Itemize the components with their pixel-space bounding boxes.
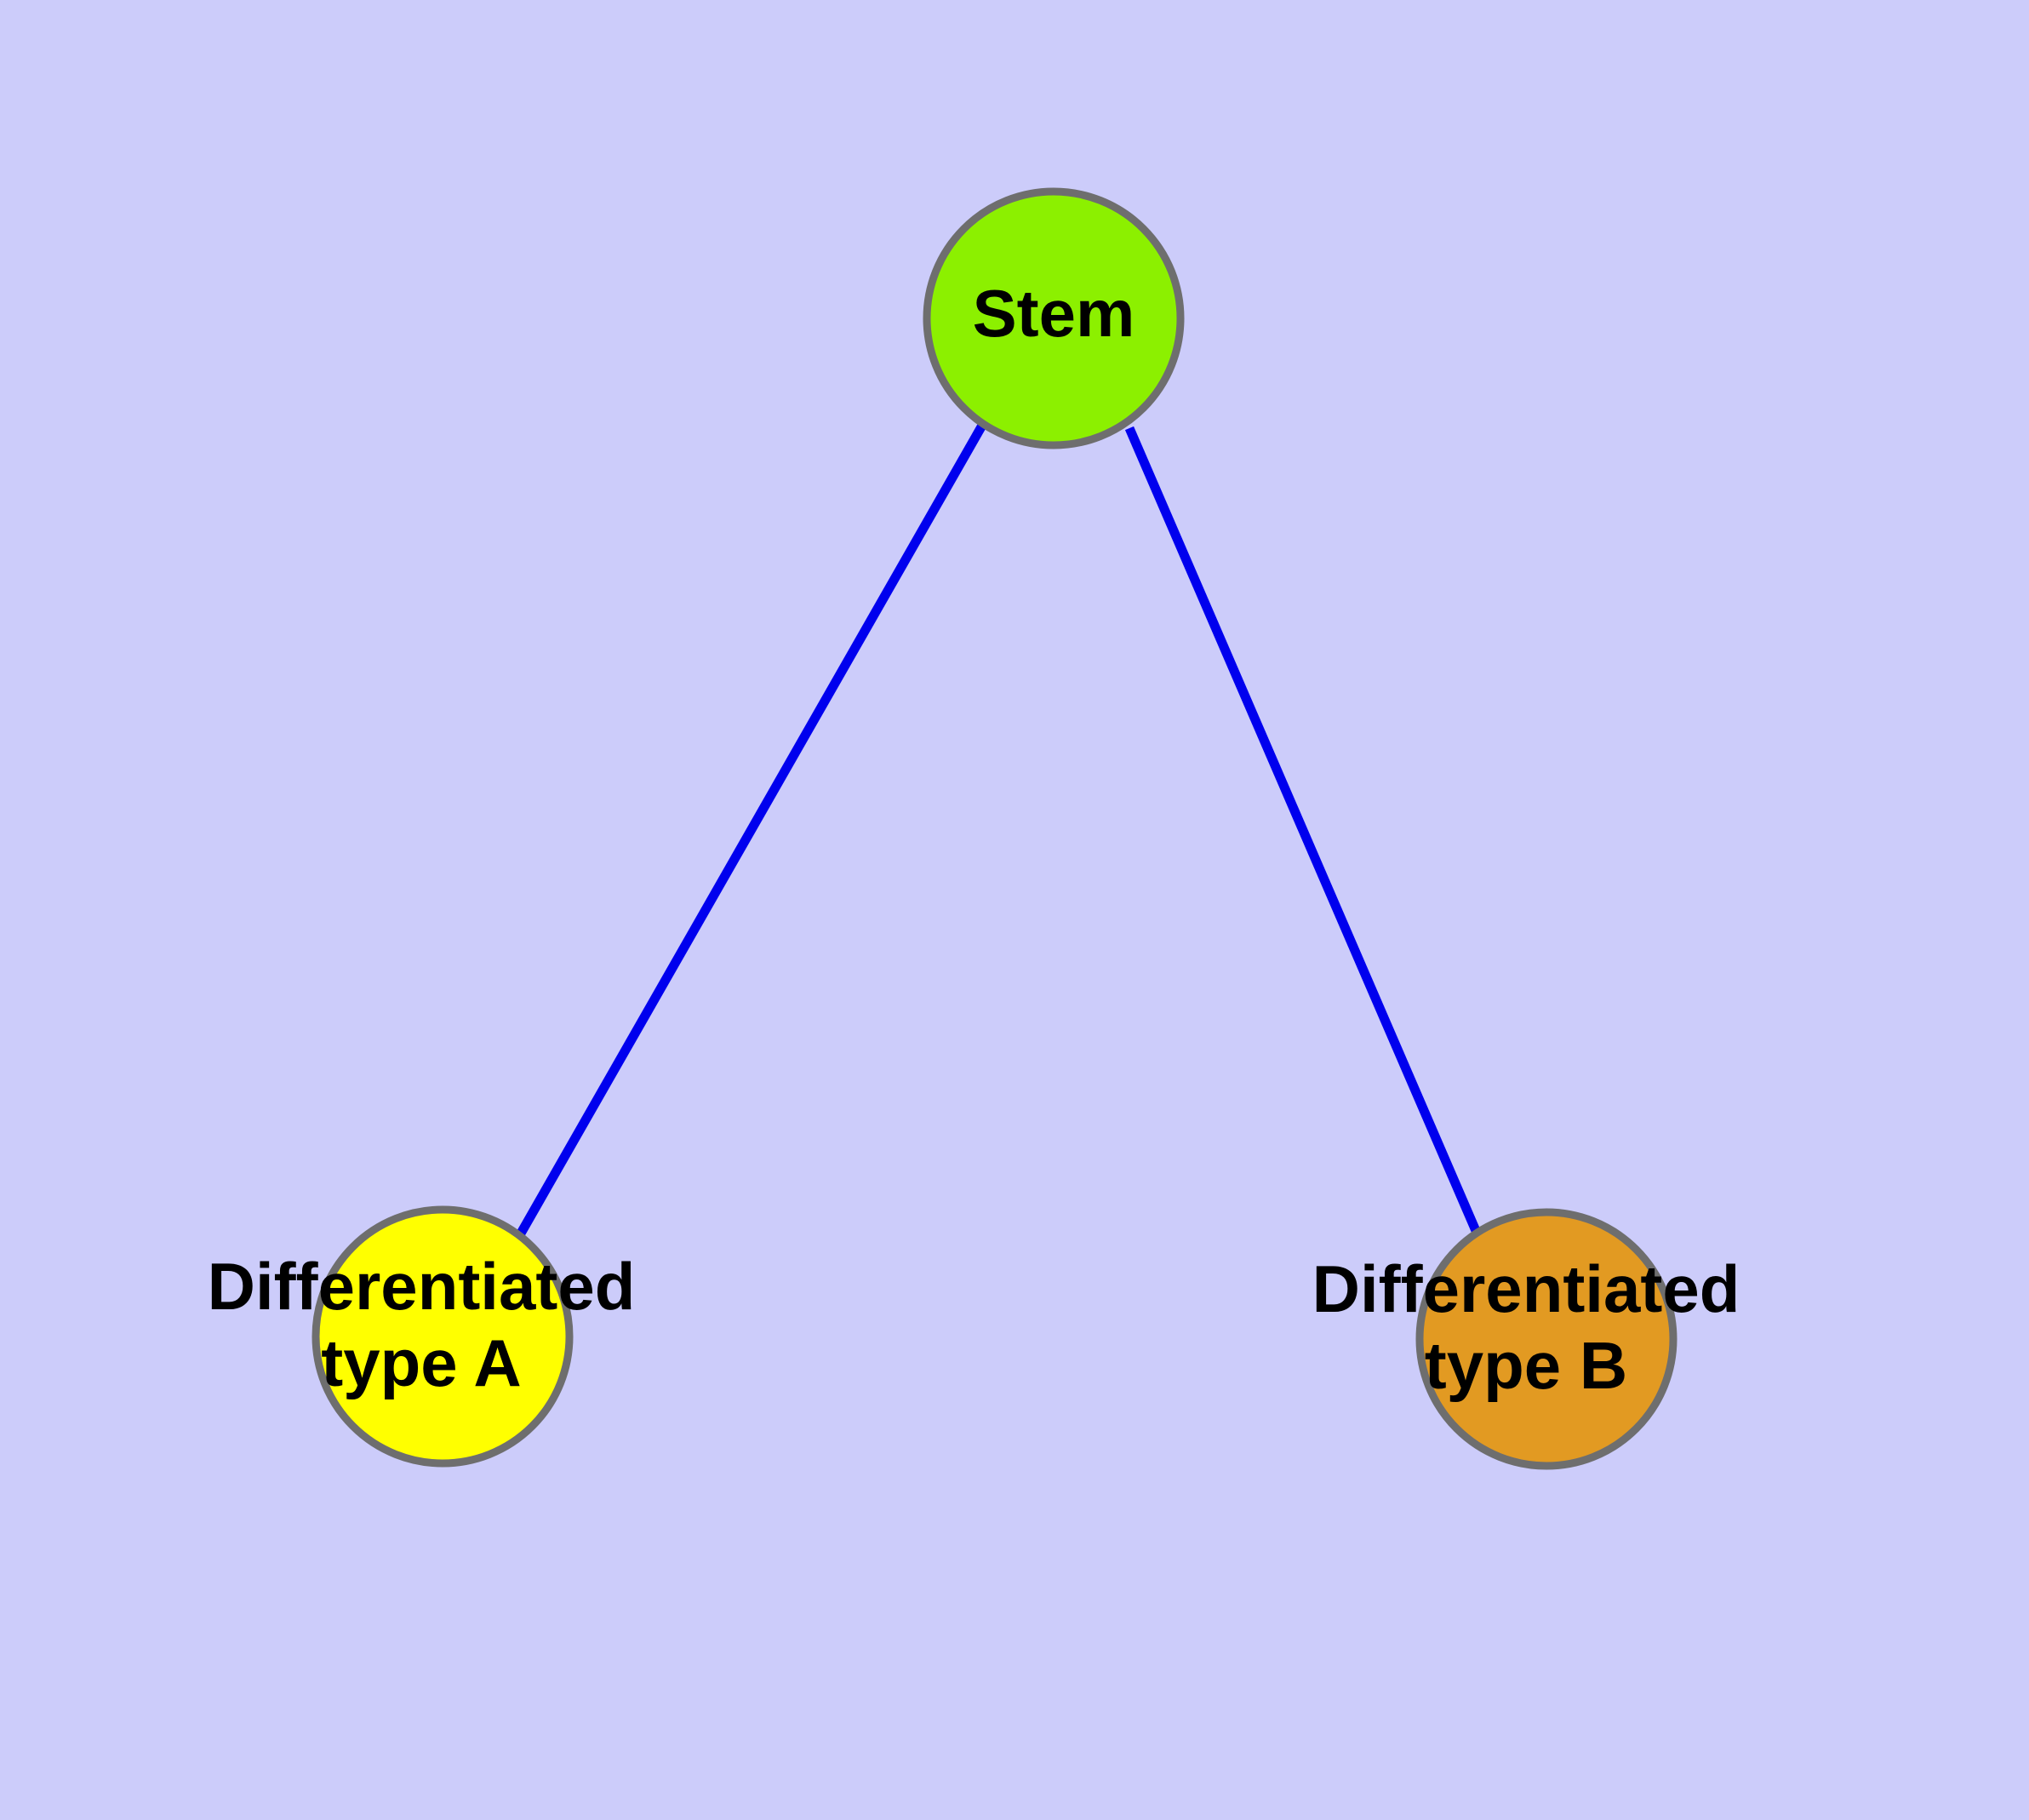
edges-group <box>514 421 1482 1240</box>
edge-stem-to-diff_a <box>514 421 987 1240</box>
node-label-line: type A <box>321 1325 522 1399</box>
edge-stem-to-diff_b <box>1124 426 1482 1235</box>
node-circle-stem[interactable] <box>923 187 1185 449</box>
node-label-line: type B <box>1425 1327 1627 1402</box>
node-circle-diff_a[interactable] <box>311 1205 574 1468</box>
node-stem[interactable]: Stem <box>923 187 1185 449</box>
node-label-stem: Stem <box>973 276 1135 351</box>
node-label-line: Differentiated <box>1312 1251 1740 1326</box>
node-label-line: Differentiated <box>208 1249 636 1324</box>
node-circle-diff_b[interactable] <box>1415 1208 1677 1470</box>
node-label-line: Stem <box>973 276 1135 351</box>
